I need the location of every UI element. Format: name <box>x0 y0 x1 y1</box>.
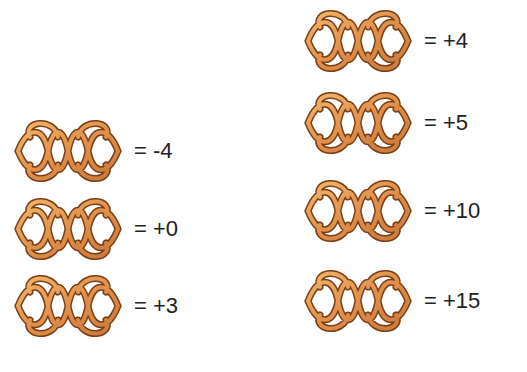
knot <box>18 278 118 333</box>
value-label: = +4 <box>424 30 468 52</box>
value-label: = +3 <box>134 295 178 317</box>
knot <box>308 95 408 150</box>
value-label: = +5 <box>424 112 468 134</box>
knot <box>18 201 118 256</box>
value-label: = +10 <box>424 200 480 222</box>
knot <box>308 13 408 68</box>
knot <box>18 123 118 178</box>
value-label: = -4 <box>134 140 173 162</box>
knot <box>308 273 408 328</box>
value-label: = +0 <box>134 218 178 240</box>
knot <box>308 183 408 238</box>
value-label: = +15 <box>424 290 480 312</box>
